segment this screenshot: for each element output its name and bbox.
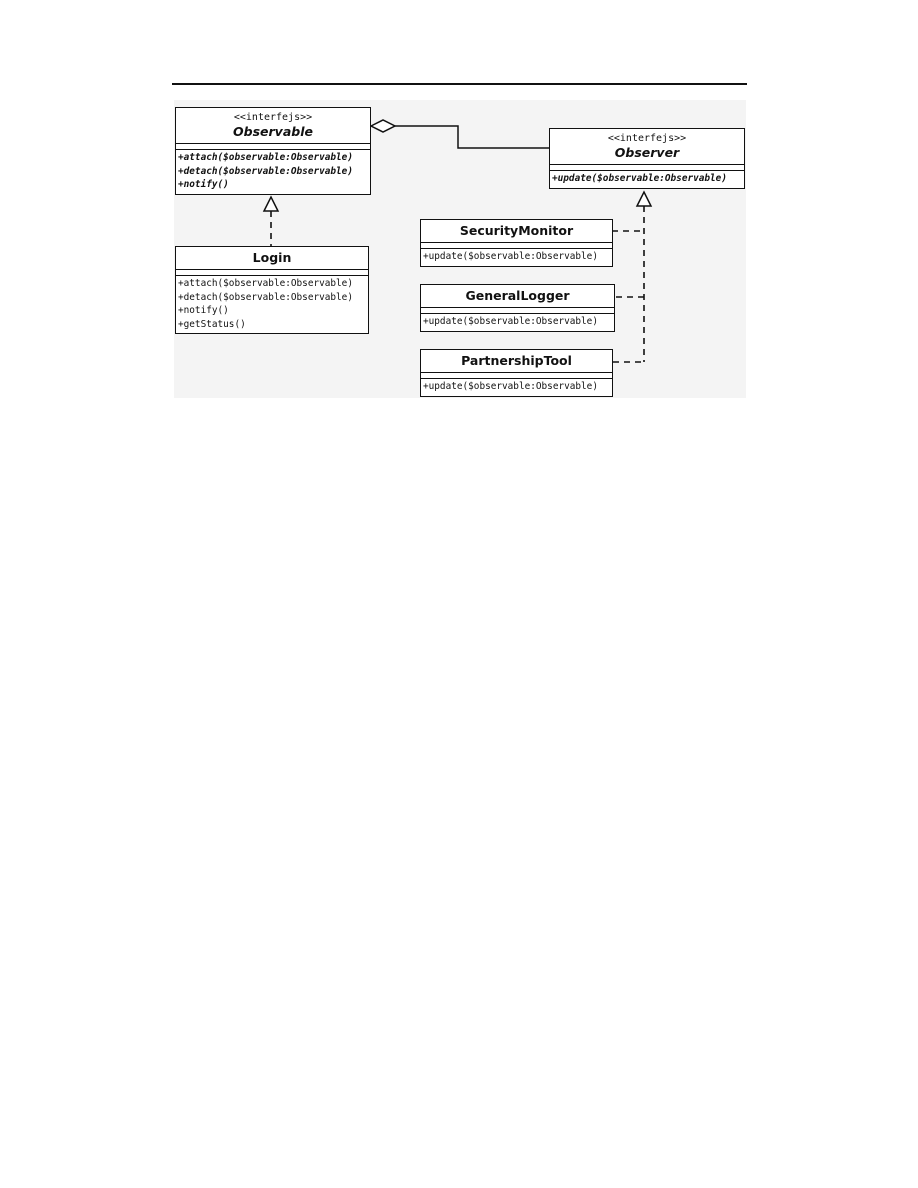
operations-compartment: +update($observable:Observable) (421, 379, 612, 396)
attributes-compartment (421, 243, 612, 249)
aggregation-diamond (369, 119, 397, 133)
realization-login-observable (262, 195, 280, 246)
class-name: Login (252, 250, 292, 265)
operation: +detach($observable:Observable) (178, 291, 353, 303)
operation: +notify() (178, 305, 229, 316)
class-header: PartnershipTool (421, 350, 612, 373)
class-name: GeneralLogger (465, 288, 570, 303)
operation: +detach($observable:Observable) (178, 165, 353, 177)
operation: +getStatus() (178, 318, 246, 330)
attributes-compartment (421, 308, 614, 314)
operation: +notify() (178, 179, 229, 190)
realization-observers-observer (612, 190, 653, 363)
operations-compartment: +update($observable:Observable) (550, 171, 744, 188)
header-rule (172, 83, 747, 85)
operation: +attach($observable:Observable) (178, 152, 353, 163)
class-name: Observable (233, 124, 313, 139)
operations-compartment: +update($observable:Observable) (421, 314, 614, 331)
operations-compartment: +attach($observable:Observable) +detach(… (176, 150, 370, 194)
class-header: SecurityMonitor (421, 220, 612, 243)
class-name: SecurityMonitor (459, 223, 574, 238)
attributes-compartment (176, 270, 368, 276)
operation: +update($observable:Observable) (423, 316, 598, 327)
class-stereotype: <<interfejs>> (233, 112, 313, 123)
class-header: <<interfejs>> Observer (550, 129, 744, 165)
class-observable: <<interfejs>> Observable +attach($observ… (175, 107, 371, 195)
class-stereotype: <<interfejs>> (607, 133, 687, 144)
attributes-compartment (550, 165, 744, 171)
class-login: Login +attach($observable:Observable) +d… (175, 246, 369, 334)
realization-arrowhead (262, 195, 280, 212)
attributes-compartment (176, 144, 370, 150)
class-header: Login (176, 247, 368, 270)
operation: +update($observable:Observable) (423, 381, 598, 392)
class-header: <<interfejs>> Observable (176, 108, 370, 144)
class-name: PartnershipTool (461, 353, 572, 368)
aggregation-connector (369, 119, 549, 149)
class-observer: <<interfejs>> Observer +update($observab… (549, 128, 745, 189)
operations-compartment: +attach($observable:Observable) +detach(… (176, 276, 368, 333)
class-security-monitor: SecurityMonitor +update($observable:Obse… (420, 219, 613, 267)
class-header: GeneralLogger (421, 285, 614, 308)
realization-arrowhead (635, 190, 653, 207)
operations-compartment: +update($observable:Observable) (421, 249, 612, 266)
class-partnership-tool: PartnershipTool +update($observable:Obse… (420, 349, 613, 397)
attributes-compartment (421, 373, 612, 379)
class-general-logger: GeneralLogger +update($observable:Observ… (420, 284, 615, 332)
operation: +update($observable:Observable) (552, 173, 727, 184)
operation: +update($observable:Observable) (423, 251, 598, 262)
class-name: Observer (614, 145, 680, 160)
operation: +attach($observable:Observable) (178, 278, 353, 289)
